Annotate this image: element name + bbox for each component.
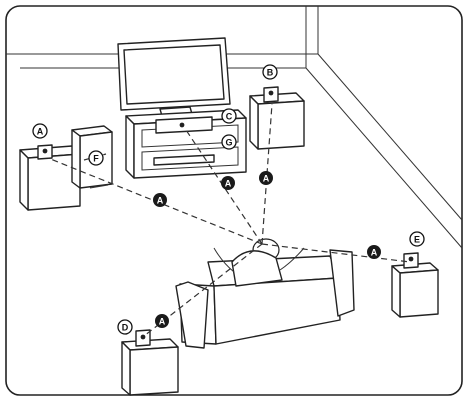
speaker-letter: D <box>122 323 129 333</box>
front-left-speaker-label: A <box>32 123 48 139</box>
subwoofer-label: F <box>88 150 104 166</box>
main-unit <box>153 154 215 166</box>
speaker-letter: B <box>267 68 274 78</box>
speaker-letter: E <box>414 235 420 245</box>
front-right-speaker <box>249 86 305 150</box>
speaker-letter: F <box>93 154 99 164</box>
speaker-letter: G <box>225 138 232 148</box>
front-left-speaker <box>19 144 81 211</box>
rear-left-speaker-label: D <box>117 319 133 335</box>
marker-label: A <box>371 248 378 258</box>
room-walls <box>6 6 463 249</box>
distance-marker-rear-right: A <box>367 245 381 259</box>
distance-marker-rear-left: A <box>155 314 169 328</box>
center-speaker-label: C <box>221 108 237 124</box>
speaker-letter: C <box>226 112 233 122</box>
distance-marker-center: A <box>221 176 235 190</box>
rear-left-speaker <box>121 329 179 396</box>
rear-right-speaker <box>391 252 439 318</box>
main-unit-label: G <box>221 134 237 150</box>
distance-marker-front-right: A <box>259 171 273 185</box>
speaker-letter: A <box>37 127 44 137</box>
marker-label: A <box>157 196 164 206</box>
marker-label: A <box>263 174 270 184</box>
rear-right-speaker-label: E <box>409 231 425 247</box>
marker-label: A <box>159 317 166 327</box>
listener <box>213 238 305 287</box>
front-right-speaker-label: B <box>262 64 278 80</box>
television <box>117 37 231 117</box>
marker-label: A <box>225 179 232 189</box>
center-speaker <box>155 116 213 134</box>
distance-marker-front-left: A <box>153 193 167 207</box>
